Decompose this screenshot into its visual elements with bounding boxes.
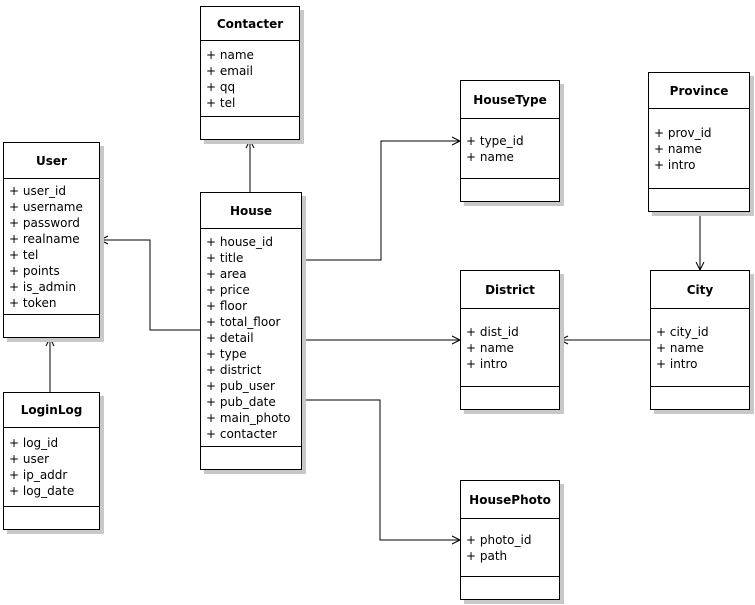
entity-attribute: + name (656, 340, 704, 355)
entity-attribute: + is_admin (9, 279, 77, 294)
entity-empty-compartment (461, 387, 559, 409)
entity-attribute: + tel (206, 95, 236, 110)
entity-attribute: + name (466, 149, 514, 164)
entity-attribute: + floor (206, 298, 248, 313)
connection-house-to-user (98, 235, 200, 331)
entity-box-contacter[interactable]: Contacter + name+ email+ qq+ tel (200, 6, 300, 140)
entity-attribute: + contacter (206, 426, 278, 441)
entity-attribute: + photo_id (466, 532, 532, 547)
entity-attributes: + type_id+ name (461, 119, 559, 179)
entity-title: HouseType (461, 81, 559, 119)
entity-attribute: + username (9, 199, 83, 214)
entity-attribute: + log_id (9, 436, 59, 450)
entity-attributes: + city_id+ name+ intro (651, 309, 749, 387)
entity-attributes: + name+ email+ qq+ tel (201, 41, 299, 117)
entity-attribute: + name (654, 141, 702, 156)
entity-title: Contacter (201, 7, 299, 41)
entity-empty-compartment (201, 117, 299, 139)
entity-title: Province (649, 73, 749, 109)
entity-empty-compartment (4, 507, 99, 529)
entity-attributes: + log_id + user + ip_addr + log_date (4, 428, 99, 507)
entity-attribute: + detail (206, 330, 254, 345)
entity-attribute: + type_id (466, 133, 524, 148)
entity-attribute: + user (9, 452, 50, 466)
entity-title: House (201, 193, 301, 229)
entity-attribute: + ip_addr (9, 468, 68, 482)
entity-attribute: + type (206, 346, 247, 361)
entity-attribute: + area (206, 266, 247, 281)
entity-empty-compartment (461, 179, 559, 201)
entity-attributes: + dist_id+ name+ intro (461, 309, 559, 387)
entity-attribute: + total_floor (206, 314, 281, 329)
entity-title: HousePhoto (461, 481, 559, 519)
entity-attribute: + log_date (9, 484, 75, 498)
entity-attribute: + name (206, 47, 254, 62)
entity-attribute: + points (9, 263, 60, 278)
entity-box-province[interactable]: Province + prov_id+ name+ intro (648, 72, 750, 212)
entity-attribute: + city_id (656, 324, 709, 339)
entity-attribute: + intro (656, 356, 698, 371)
entity-attribute: + title (206, 250, 244, 265)
entity-box-housetype[interactable]: HouseType + type_id+ name (460, 80, 560, 202)
entity-attributes: + prov_id+ name+ intro (649, 109, 749, 189)
entity-attribute: + pub_date (206, 394, 276, 409)
entity-attribute: + qq (206, 79, 236, 94)
entity-box-user[interactable]: User + user_id+ username+ password+ real… (3, 142, 100, 338)
entity-attribute: + pub_user (206, 378, 275, 393)
entity-attribute: + token (9, 295, 57, 310)
entity-title: LoginLog (4, 393, 99, 428)
entity-attribute: + district (206, 362, 262, 377)
entity-attribute: + path (466, 548, 508, 563)
connection-house-to-housephoto (302, 399, 462, 545)
entity-box-house[interactable]: House + house_id+ title+ area+ price+ fl… (200, 192, 302, 470)
entity-attribute: + intro (466, 356, 508, 371)
entity-box-city[interactable]: City + city_id+ name+ intro (650, 270, 750, 410)
connection-house-to-housetype (302, 136, 462, 261)
entity-box-housephoto[interactable]: HousePhoto + photo_id+ path (460, 480, 560, 600)
entity-attribute: + house_id (206, 234, 274, 249)
entity-attribute: + name (466, 340, 514, 355)
entity-empty-compartment (201, 447, 301, 469)
entity-attribute: + intro (654, 157, 696, 172)
entity-empty-compartment (651, 387, 749, 409)
entity-title: District (461, 271, 559, 309)
entity-empty-compartment (461, 577, 559, 599)
entity-box-district[interactable]: District + dist_id+ name+ intro (460, 270, 560, 410)
entity-attribute: + password (9, 215, 80, 230)
entity-attribute: + user_id (9, 183, 66, 198)
entity-attributes: + house_id+ title+ area+ price+ floor+ t… (201, 229, 301, 447)
entity-attributes: + photo_id+ path (461, 519, 559, 577)
entity-attribute: + main_photo (206, 410, 291, 425)
entity-attribute: + realname (9, 231, 80, 246)
entity-attribute: + prov_id (654, 125, 712, 140)
entity-attribute: + price (206, 282, 250, 297)
entity-title: User (4, 143, 99, 179)
entity-empty-compartment (649, 189, 749, 211)
entity-attributes: + user_id+ username+ password+ realname+… (4, 179, 99, 315)
entity-attribute: + email (206, 63, 253, 78)
entity-attribute: + tel (9, 247, 39, 262)
entity-title: City (651, 271, 749, 309)
entity-attribute: + dist_id (466, 324, 519, 339)
entity-box-loginlog[interactable]: LoginLog + log_id + user + ip_addr + log_da… (3, 392, 100, 530)
entity-empty-compartment (4, 315, 99, 337)
